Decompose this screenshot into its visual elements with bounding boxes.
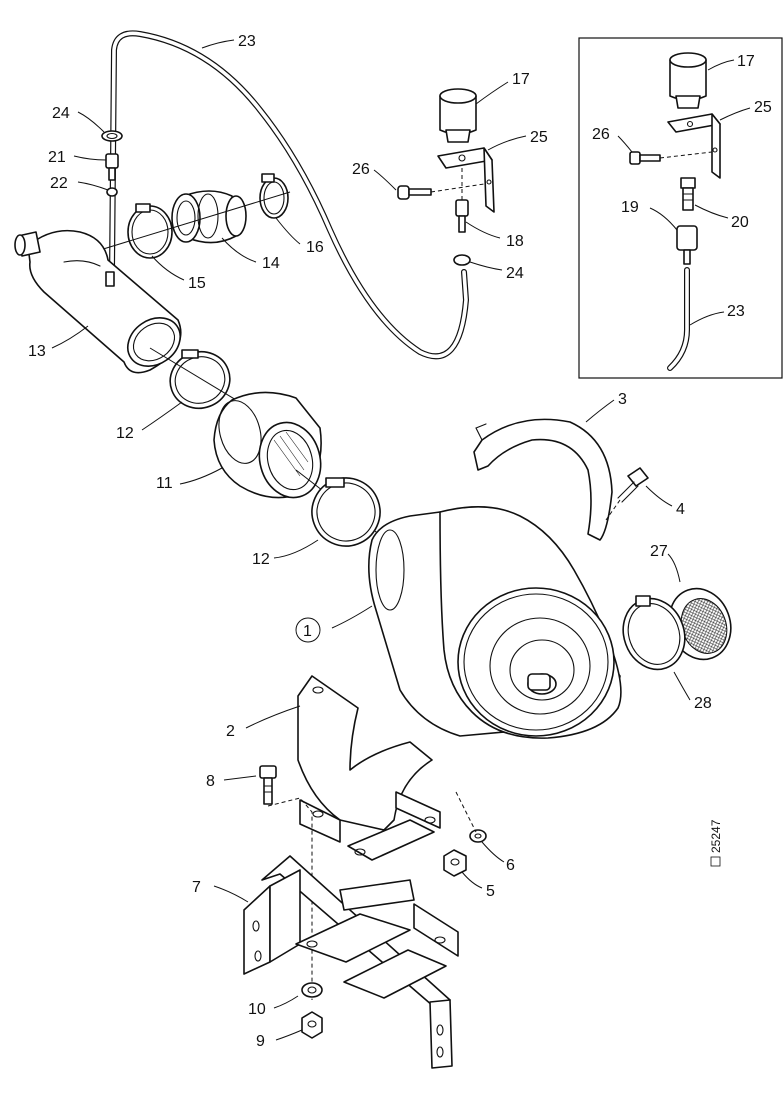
callout-23: 23	[238, 33, 256, 50]
mounting-bracket-7	[243, 855, 459, 1069]
callout-13: 13	[28, 343, 46, 360]
inset-sensor	[669, 52, 707, 109]
callout-21: 21	[48, 149, 66, 166]
callout-11: 11	[156, 475, 173, 492]
nut-5	[443, 849, 467, 877]
callout-14: 14	[262, 255, 280, 272]
clamp-28	[622, 595, 686, 671]
pressure-sensor	[439, 88, 477, 143]
callout-8: 8	[206, 773, 215, 790]
callout-28: 28	[694, 695, 712, 712]
callout-4: 4	[676, 501, 685, 518]
callout-25: 25	[530, 129, 548, 146]
callout-27: 27	[650, 543, 668, 560]
inset-screw	[629, 151, 713, 165]
bracket-2	[297, 675, 441, 861]
clamp-12-lower	[311, 477, 381, 547]
inset-callout-19: 19	[621, 199, 639, 216]
inset-callout-17: 17	[737, 53, 755, 70]
callout-5: 5	[486, 883, 495, 900]
callout-labels: 23 24 21 22 17 25 26 18 24 16 14 15 13 1…	[28, 33, 712, 1050]
nipple-18	[455, 168, 469, 233]
vacuum-hose	[109, 30, 470, 360]
callout-1: 1	[303, 623, 312, 640]
figure-reference: 25247	[709, 819, 723, 867]
inset-callout-20: 20	[731, 214, 749, 231]
washer-6	[455, 791, 487, 843]
clip-24-right	[453, 254, 471, 266]
inset-callout-25: 25	[754, 99, 772, 116]
callout-24-right: 24	[506, 265, 524, 282]
callout-17: 17	[512, 71, 530, 88]
callout-2: 2	[226, 723, 235, 740]
inset-bracket	[667, 113, 721, 179]
washer-22	[106, 187, 118, 197]
screw-4	[605, 467, 649, 521]
screw-26	[397, 183, 485, 200]
callout-24-left: 24	[52, 105, 70, 122]
inset-nut	[676, 225, 698, 265]
callout-10: 10	[248, 1001, 266, 1018]
clamp-16	[259, 173, 289, 219]
nipple-21	[105, 153, 119, 181]
callout-7: 7	[192, 879, 201, 896]
callout-26: 26	[352, 161, 370, 178]
callout-22: 22	[50, 175, 68, 192]
callout-6: 6	[506, 857, 515, 874]
inset-callout-23: 23	[727, 303, 745, 320]
callout-12-lower: 12	[252, 551, 270, 568]
callout-leaders	[51, 39, 691, 1041]
clamp-12-upper	[169, 349, 231, 410]
air-filter-housing	[368, 506, 622, 739]
inset-connector	[680, 177, 696, 211]
callout-9: 9	[256, 1033, 265, 1050]
callout-12-upper: 12	[116, 425, 134, 442]
sensor-bracket	[437, 147, 495, 213]
callout-3: 3	[618, 391, 627, 408]
rubber-hose-11	[213, 391, 322, 499]
inset-callout-26: 26	[592, 126, 610, 143]
strap-3	[473, 418, 613, 541]
nut-9	[301, 1011, 323, 1039]
washer-10	[301, 982, 323, 998]
callout-15: 15	[188, 275, 206, 292]
callout-18: 18	[506, 233, 524, 250]
figure-reference-number: 25247	[709, 819, 723, 853]
callout-16: 16	[306, 239, 324, 256]
bolt-8	[259, 765, 313, 1000]
clamp-15	[127, 203, 173, 259]
clip-24-left	[101, 130, 123, 142]
detail-inset: 17 25 26 20 19 23	[578, 37, 783, 379]
intake-pipe	[14, 229, 182, 374]
